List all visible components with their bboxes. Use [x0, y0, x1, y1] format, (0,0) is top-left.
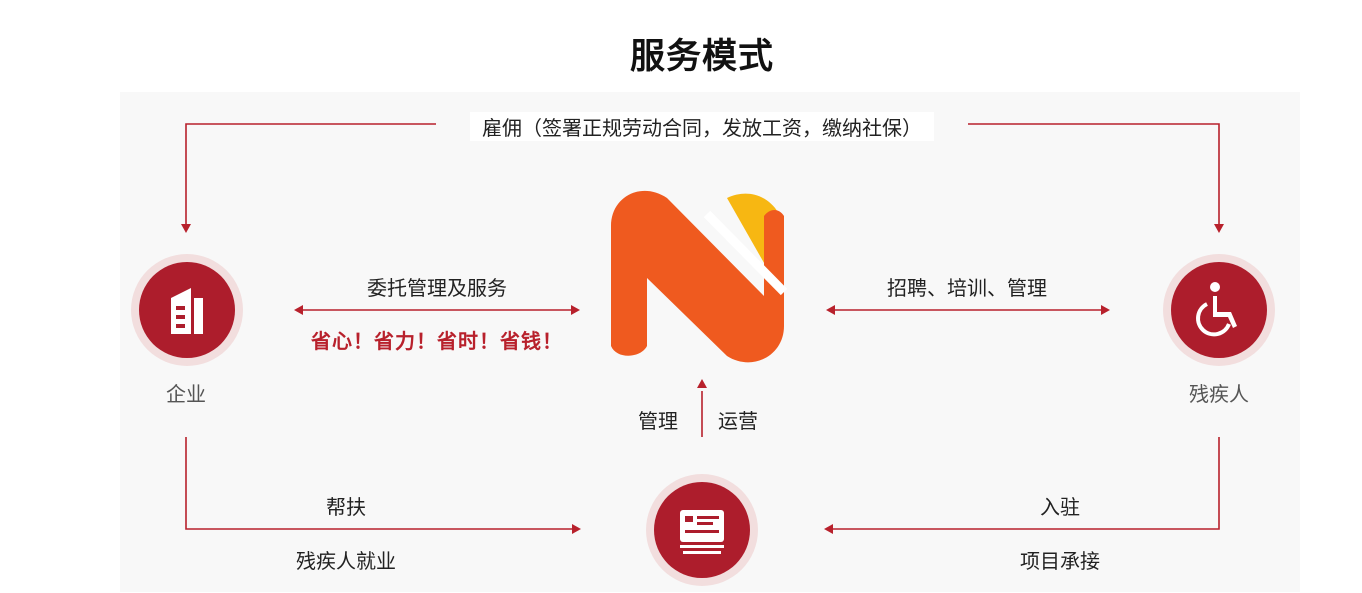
operate-label: 运营: [718, 409, 758, 433]
service-platform-node: [654, 482, 750, 578]
enterprise-label: 企业: [166, 382, 206, 406]
project-label: 项目承接: [1020, 549, 1100, 573]
enterprise-node: [139, 262, 235, 358]
building-icon: [171, 288, 203, 334]
recruit-label: 招聘、培训、管理: [887, 276, 1047, 300]
document-card-icon: [680, 510, 724, 554]
disabled-person-label: 残疾人: [1189, 382, 1249, 406]
page-title: 服务模式: [629, 37, 774, 77]
company-logo-icon: [611, 190, 788, 363]
employment-label: 残疾人就业: [296, 549, 396, 573]
manage-label: 管理: [638, 409, 678, 433]
entrust-label: 委托管理及服务: [367, 276, 507, 300]
support-label: 帮扶: [326, 495, 366, 519]
hire-label: 雇佣（签署正规劳动合同，发放工资，缴纳社保）: [470, 112, 934, 141]
disabled-person-node: [1171, 262, 1267, 358]
wheelchair-icon: [1196, 282, 1237, 337]
settle-label: 入驻: [1040, 495, 1080, 519]
benefits-label: 省心！省力！省时！省钱！: [311, 329, 563, 353]
